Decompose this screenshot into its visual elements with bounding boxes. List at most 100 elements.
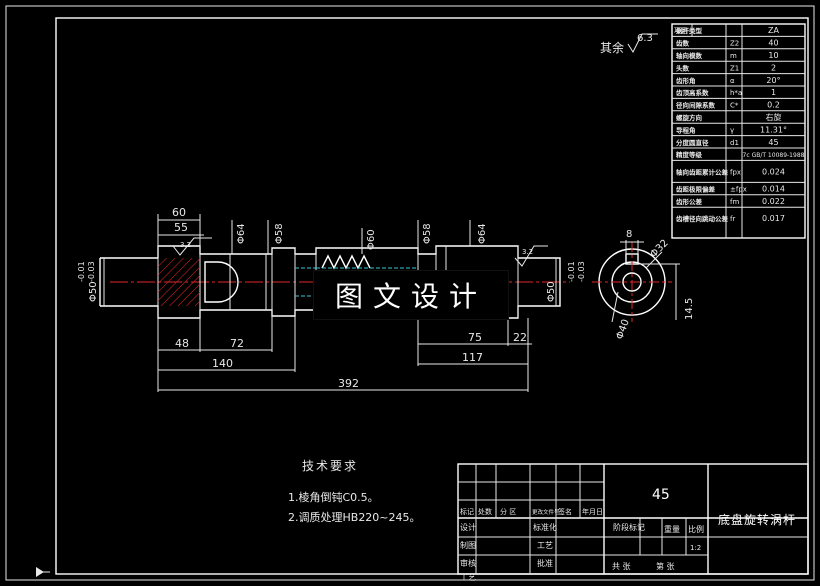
svg-text:Φ32: Φ32 [648, 238, 670, 260]
svg-text:Φ40: Φ40 [614, 318, 631, 341]
param-name: 分度圆直径 [676, 138, 709, 147]
tech-item-1: 1.棱角倒钝C0.5。 [288, 490, 379, 504]
param-symbol: d1 [730, 139, 739, 147]
svg-text:Φ50: Φ50 [546, 281, 557, 302]
param-value: 0.2 [767, 101, 780, 110]
svg-text:Φ64: Φ64 [477, 223, 488, 244]
tech-item-2: 2.调质处理HB220~245。 [288, 511, 421, 524]
param-value: 0.014 [762, 185, 785, 194]
param-header-left: 项目 [674, 27, 688, 35]
svg-text:72: 72 [230, 337, 244, 350]
param-symbol: fm [730, 198, 739, 206]
title-block-header: 更改文件号 [532, 508, 560, 516]
param-symbol: Z1 [730, 64, 739, 72]
watermark-banner: 图文设计 [313, 270, 509, 320]
svg-text:Φ60: Φ60 [366, 229, 377, 250]
param-name: 精度等级 [676, 150, 703, 159]
title-block-header: 标记 [460, 507, 474, 516]
param-symbol: fr [730, 215, 735, 223]
param-value: 1 [771, 88, 776, 97]
technical-requirements: 技术要求 1.棱角倒钝C0.5。 2.调质处理HB220~245。 [288, 459, 421, 524]
svg-text:22: 22 [513, 331, 527, 344]
svg-text:392: 392 [338, 377, 359, 390]
watermark-text: 图文设计 [334, 280, 487, 313]
title-block-header: 处数 [478, 507, 492, 516]
roughness-note: 其余 6.3 [600, 33, 658, 55]
param-name: 蜗杆类型 [676, 26, 703, 35]
param-symbol: m [730, 52, 737, 60]
param-symbol: α [730, 77, 735, 85]
svg-text:14.5: 14.5 [684, 298, 695, 320]
svg-text:其余: 其余 [600, 40, 624, 55]
tech-title: 技术要求 [302, 459, 358, 473]
svg-text:60: 60 [172, 206, 186, 219]
param-value: 0.022 [762, 197, 785, 206]
svg-text:-0.03: -0.03 [577, 261, 586, 282]
title-block-header: 签名 [558, 507, 572, 516]
svg-text:工艺: 工艺 [537, 541, 553, 550]
svg-text:审核: 审核 [460, 558, 476, 568]
svg-text:Φ58: Φ58 [422, 223, 433, 244]
svg-text:8: 8 [626, 229, 632, 240]
param-symbol: C* [730, 102, 739, 110]
param-name: 头数 [676, 63, 690, 72]
title-block-header: 年月日 [582, 507, 603, 516]
title-block: 标记处数分 区更改文件号签名年月日 设计 制图 审核 工艺 标准化 工艺 批准 … [457, 463, 809, 582]
param-value: 7c GB/T 10089-1988 [743, 152, 805, 159]
title-block-header: 分 区 [500, 507, 516, 516]
svg-text:-0.01: -0.01 [567, 261, 576, 282]
param-name: 螺旋方向 [676, 113, 703, 122]
param-symbol: Z2 [730, 40, 739, 48]
end-view: 8 Φ32 Φ40 14.5 [592, 229, 695, 341]
svg-text:140: 140 [212, 357, 233, 370]
param-value: 20° [766, 76, 780, 85]
svg-text:1:2: 1:2 [690, 544, 701, 552]
svg-text:批准: 批准 [537, 558, 553, 568]
svg-text:工艺: 工艺 [460, 573, 476, 582]
param-name: 轴向齿距累计公差 [676, 167, 729, 176]
svg-text:Φ50: Φ50 [88, 281, 99, 302]
svg-text:117: 117 [462, 351, 483, 364]
param-value: 40 [768, 39, 778, 48]
param-name: 齿槽径向跳动公差 [676, 214, 729, 223]
svg-text:第 张: 第 张 [656, 561, 675, 571]
param-symbol: ±fpx [730, 186, 747, 194]
svg-text:Φ58: Φ58 [274, 223, 285, 244]
svg-text:-0.03: -0.03 [87, 261, 96, 282]
param-value: ZA [768, 26, 779, 35]
material-label: 45 [652, 487, 670, 503]
param-value: 右旋 [766, 112, 782, 122]
svg-text:6.3: 6.3 [637, 33, 653, 44]
param-name: 导程角 [676, 125, 696, 134]
param-value: 45 [768, 138, 778, 147]
svg-text:48: 48 [175, 337, 189, 350]
svg-text:55: 55 [174, 221, 188, 234]
param-value: 10 [768, 51, 778, 60]
svg-text:75: 75 [468, 331, 482, 344]
corner-mark [36, 567, 44, 577]
param-name: 轴向模数 [676, 51, 703, 60]
param-name: 齿形角 [676, 76, 696, 85]
outer-border [5, 5, 815, 581]
param-symbol: h*a [730, 89, 742, 97]
param-symbol: fpxl [730, 168, 743, 176]
param-name: 齿距极限偏差 [676, 185, 716, 194]
svg-text:重量: 重量 [664, 524, 680, 534]
drawing-frame [55, 17, 809, 575]
svg-text:-0.01: -0.01 [77, 261, 86, 282]
param-value: 0.017 [762, 214, 785, 223]
svg-text:3.2: 3.2 [180, 241, 191, 249]
svg-text:设计: 设计 [460, 522, 476, 532]
param-name: 齿形公差 [676, 197, 703, 206]
svg-text:制图: 制图 [460, 540, 476, 550]
param-symbol: γ [730, 126, 734, 134]
svg-text:比例: 比例 [688, 524, 704, 534]
param-name: 齿顶高系数 [676, 88, 709, 97]
param-value: 0.024 [762, 167, 785, 176]
param-name: 齿数 [676, 39, 690, 48]
dimensions: 60 55 3.2 Φ64 Φ58 Φ60 Φ58 Φ64 3.2 Φ50 -0… [77, 206, 586, 392]
svg-text:标准化: 标准化 [533, 522, 557, 532]
svg-text:Φ64: Φ64 [236, 223, 247, 244]
